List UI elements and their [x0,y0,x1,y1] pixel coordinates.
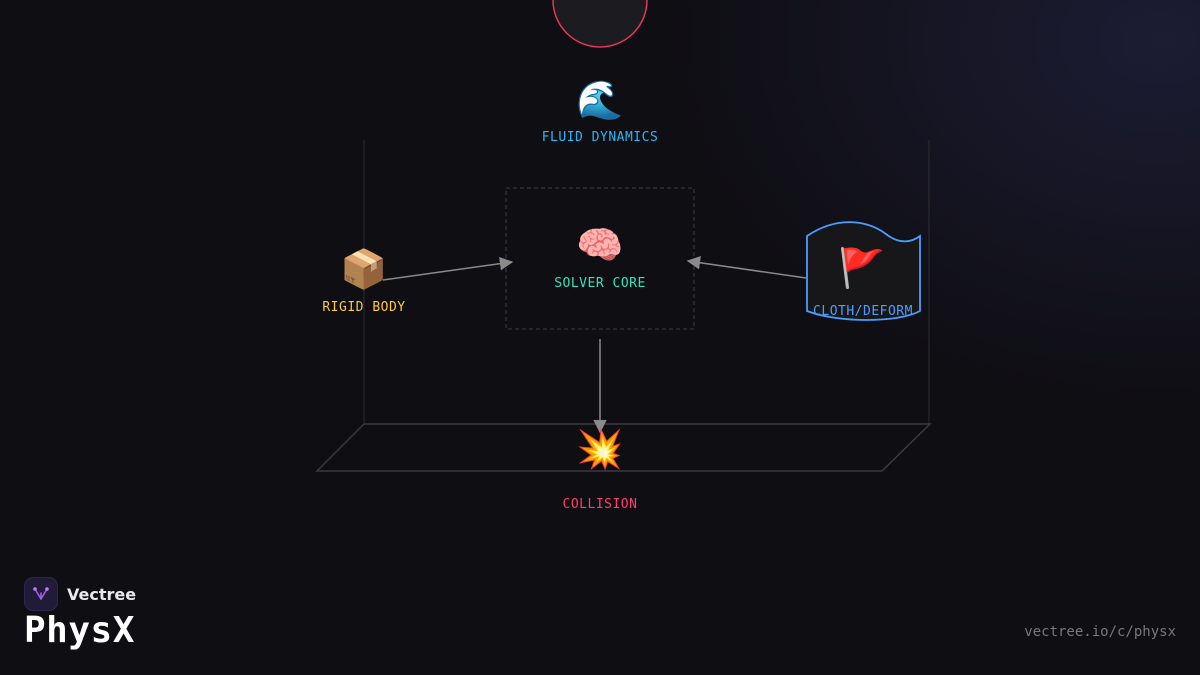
box-icon: 📦 [340,247,388,291]
collision-label: COLLISION [562,497,638,512]
cloth-deform-label: CLOTH/DEFORM [813,304,913,319]
brand-name: Vectree [67,584,137,604]
brain-icon: 🧠 [576,223,624,267]
vectree-logo-icon [24,577,58,611]
top-node-circle [552,0,648,48]
brand-url[interactable]: vectree.io/c/physx [1024,624,1176,640]
solver-core-box [505,187,695,330]
fluid-dynamics-label: FLUID DYNAMICS [541,130,659,145]
rigid-body-label: RIGID BODY [322,300,406,315]
flag-icon: 🚩 [838,246,886,290]
explosion-icon: 💥 [576,427,624,471]
edge-rigid-to-solver [382,256,514,281]
cloth-deform-shape [806,221,921,321]
product-title: PhysX [24,610,135,651]
brand: Vectree [24,577,136,611]
wave-icon: 🌊 [576,78,624,122]
floor-plane [315,423,932,472]
solver-core-label: SOLVER CORE [554,276,646,291]
edge-cloth-to-solver [686,256,807,279]
